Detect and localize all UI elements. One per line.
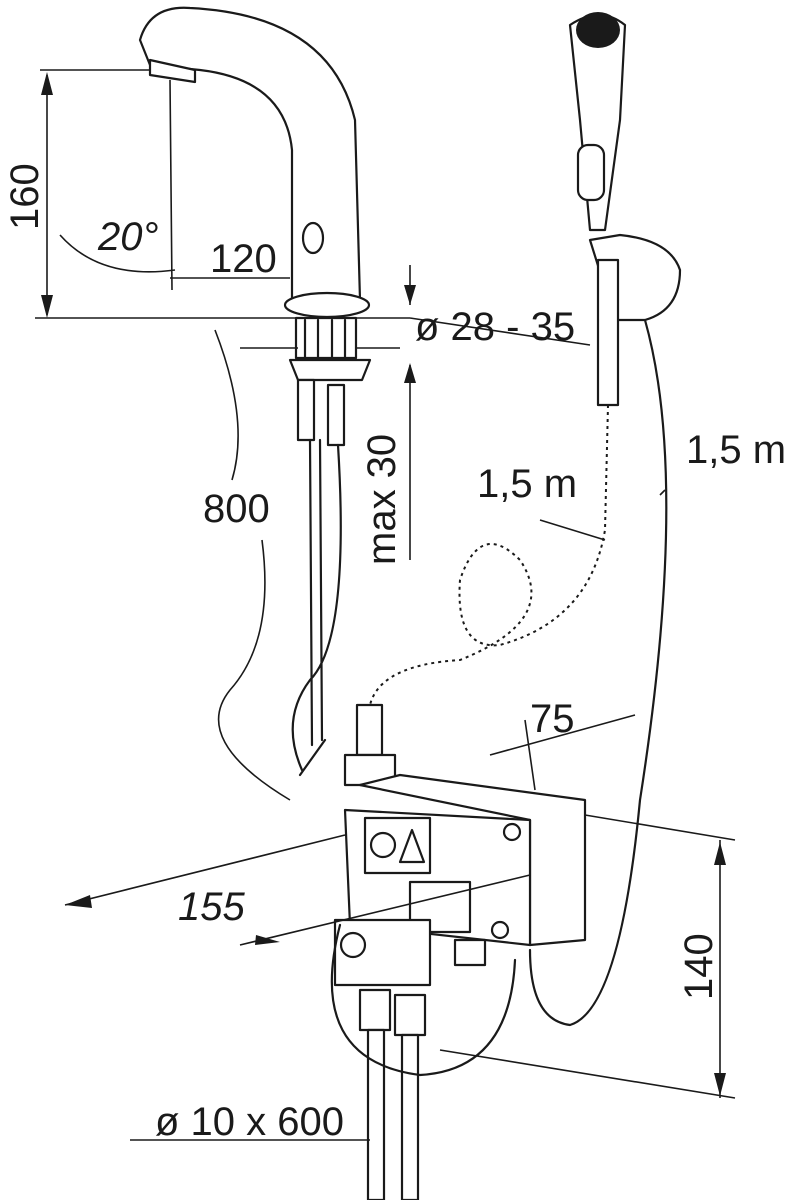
faucet	[138, 6, 372, 447]
cable-length-label: 1,5 m	[477, 462, 577, 506]
hole-diameter-label: ø 28 - 35	[415, 305, 575, 349]
control-box	[298, 703, 587, 1200]
spout-height-label: 160	[3, 163, 47, 230]
spray-angle-label: 20°	[97, 215, 159, 259]
mixer-hose	[291, 438, 342, 772]
hose-length-label: 800	[203, 487, 270, 531]
max-thickness-label: max 30	[360, 434, 404, 565]
shower-hose-length-label: 1,5 m	[686, 428, 786, 472]
dimension-lines	[35, 69, 736, 1141]
box-depth-label: 75	[530, 697, 575, 741]
supply-pipes-label: ø 10 x 600	[155, 1100, 344, 1144]
signal-cable	[369, 404, 609, 706]
box-width-label: 155	[178, 885, 245, 929]
hand-shower	[568, 12, 682, 407]
box-height-label: 140	[677, 933, 721, 1000]
spout-reach-label: 120	[210, 237, 277, 281]
shower-hose	[528, 318, 668, 1027]
